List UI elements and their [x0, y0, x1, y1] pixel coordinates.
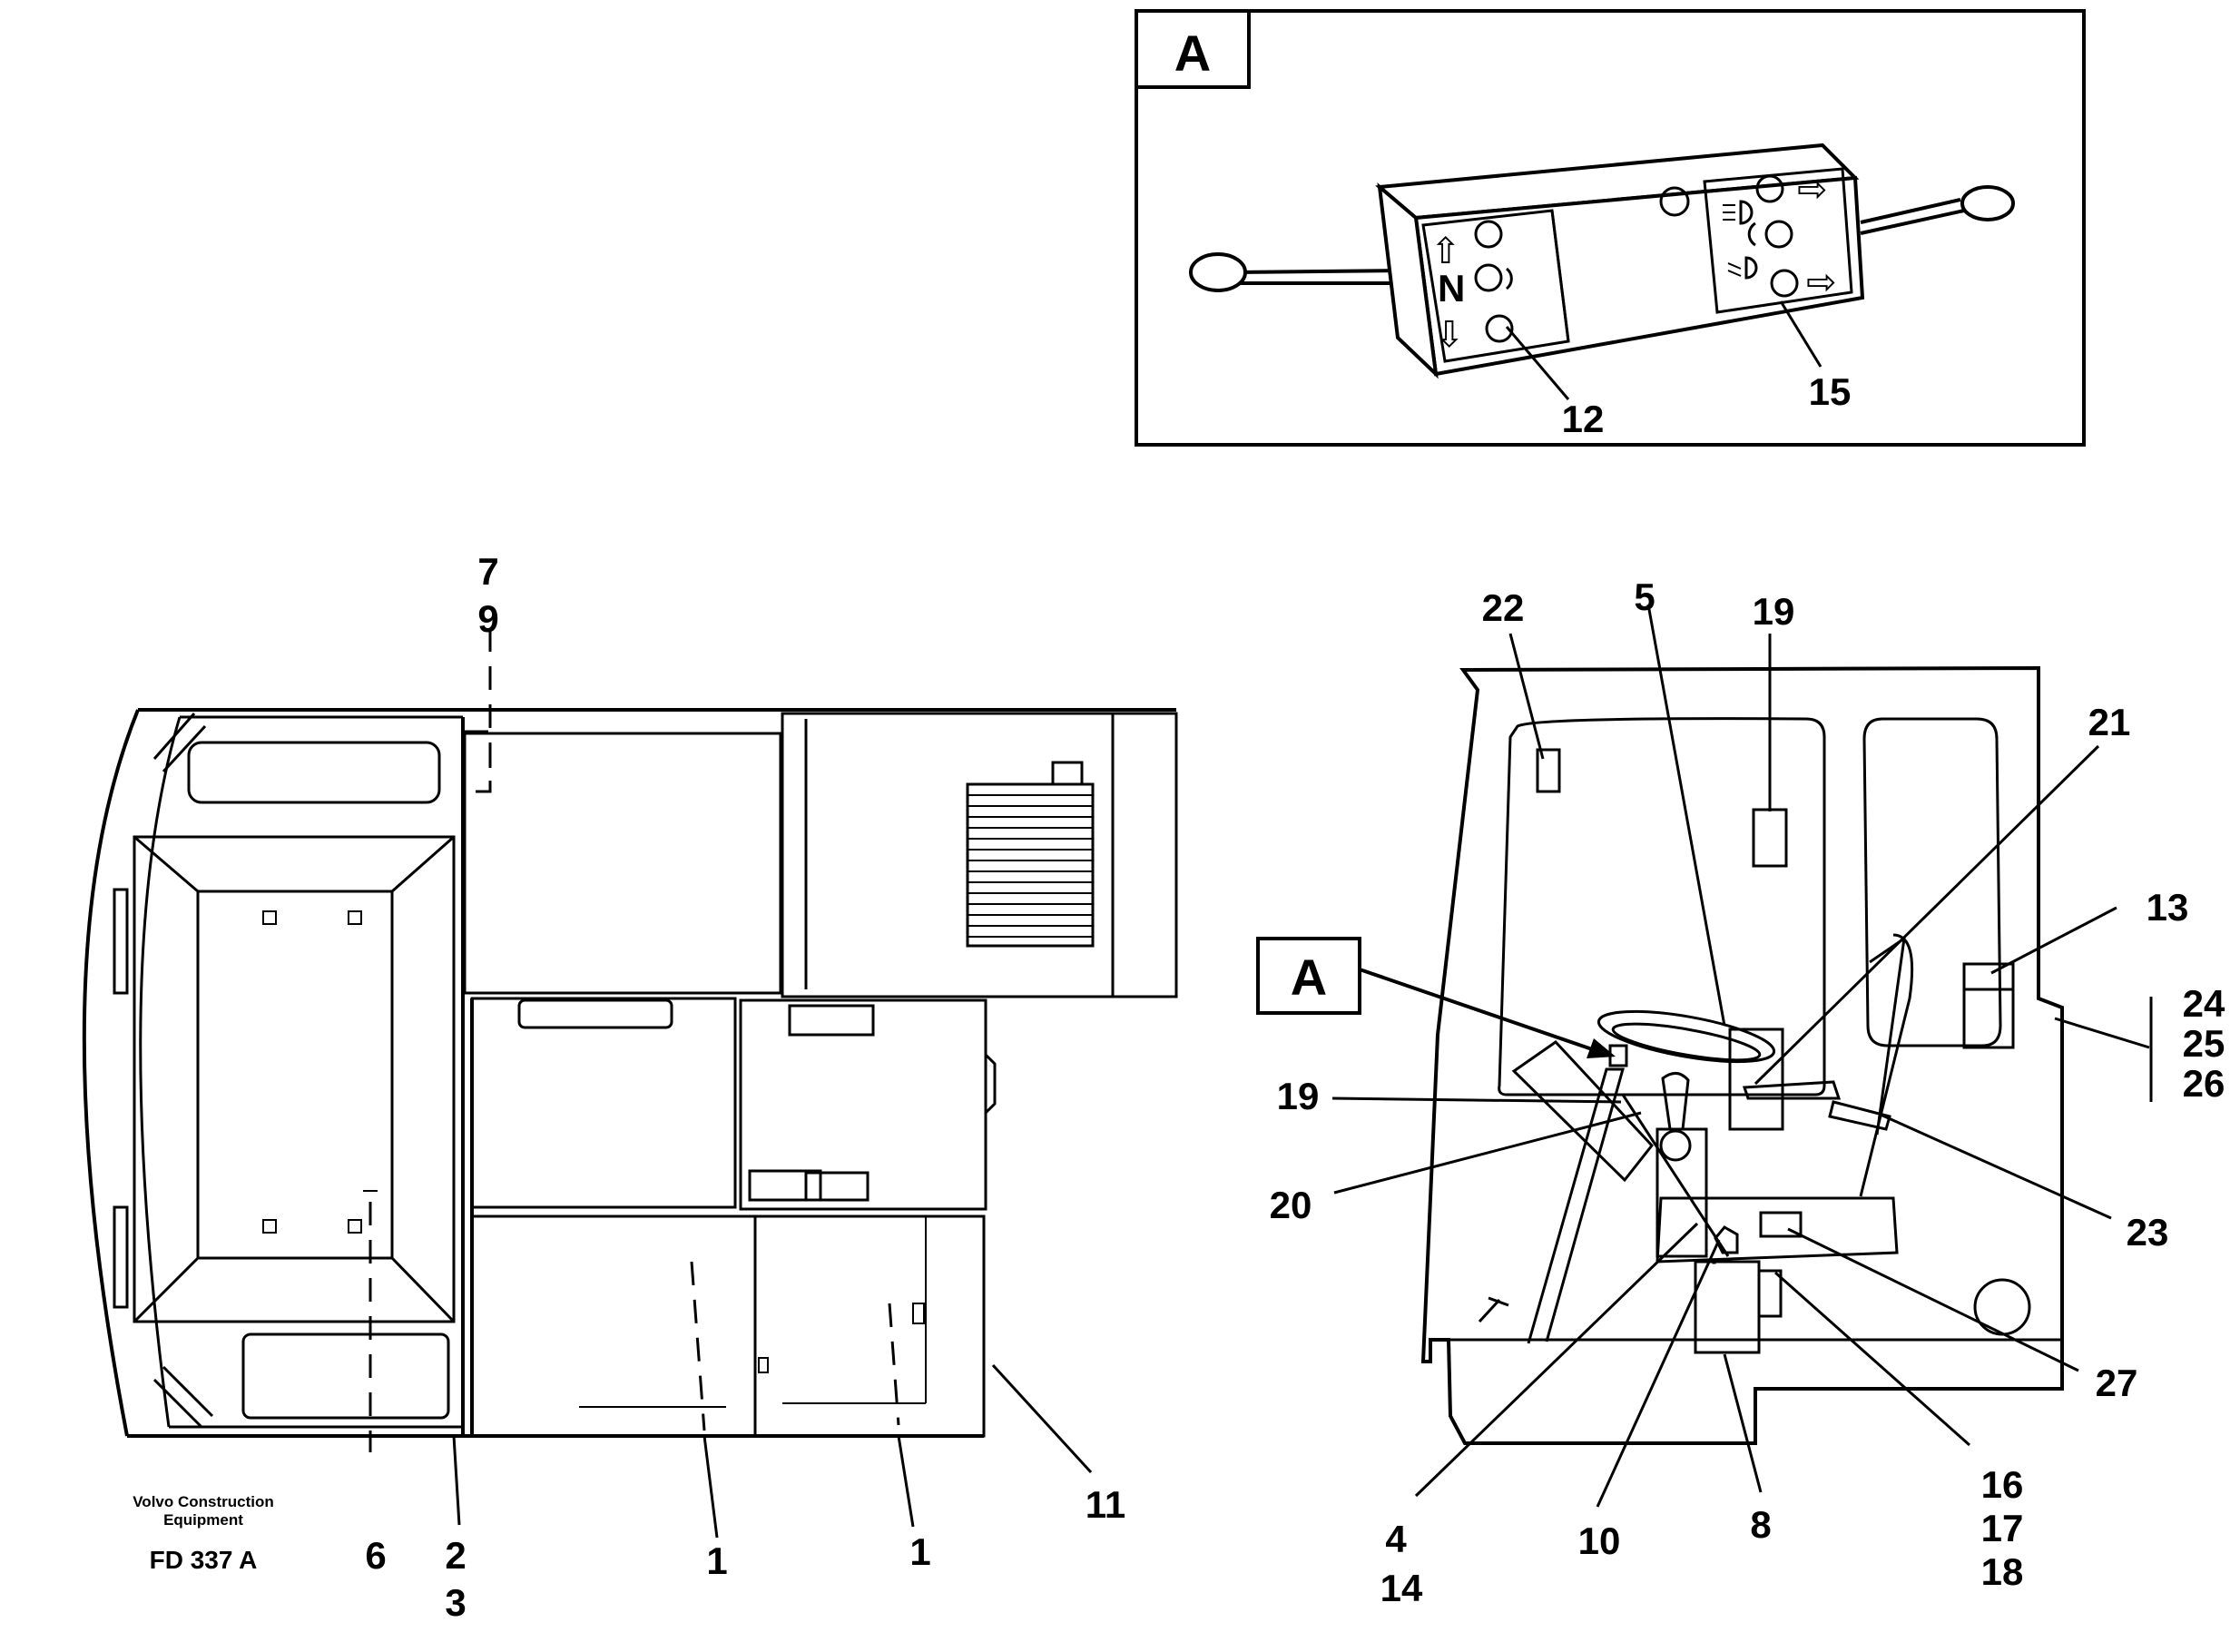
callout-24: 24 — [2183, 982, 2225, 1025]
direction-light-switch: ⇧ N ⇩ ⇨ ⇨ — [1189, 143, 2015, 379]
figure-code: FD 337 A — [150, 1546, 258, 1574]
callout-13: 13 — [2147, 886, 2189, 929]
neutral-symbol: N — [1438, 267, 1465, 310]
maker-line-1: Volvo Construction — [133, 1493, 274, 1510]
callout-19-top: 19 — [1753, 590, 1795, 633]
detail-a-box: A ⇧ N ⇩ — [1135, 9, 2086, 447]
callout-3: 3 — [445, 1581, 466, 1624]
figure-footer: Volvo Construction Equipment FD 337 A — [133, 1493, 274, 1574]
arrow-right-icon: ⇨ — [1797, 169, 1828, 211]
callout-23: 23 — [2127, 1211, 2169, 1254]
callout-6: 6 — [365, 1534, 386, 1577]
callout-22: 22 — [1482, 586, 1525, 629]
arrow-right-icon-lower: ⇨ — [1806, 261, 1837, 303]
callout-14: 14 — [1380, 1567, 1423, 1609]
callout-9: 9 — [477, 597, 498, 640]
dipped-light-icon — [1744, 256, 1758, 280]
callout-19-left: 19 — [1277, 1075, 1320, 1117]
maker-line-2: Equipment — [163, 1511, 243, 1529]
callout-7: 7 — [477, 550, 498, 593]
callout-1-right: 1 — [909, 1530, 930, 1573]
cab-side-view: A 22 5 19 21 13 24 25 26 19 20 23 27 16 … — [1256, 575, 2225, 1609]
left-lever-knob — [1189, 252, 1247, 292]
callout-21: 21 — [2088, 701, 2131, 743]
right-lever-knob — [1960, 185, 2015, 221]
callout-16: 16 — [1981, 1463, 2024, 1506]
callout-27: 27 — [2096, 1362, 2138, 1404]
headlight-icon — [1739, 200, 1754, 225]
callout-10: 10 — [1578, 1519, 1621, 1562]
detail-a-reference: A — [1291, 949, 1327, 1006]
callout-20: 20 — [1270, 1184, 1312, 1226]
callout-5: 5 — [1634, 575, 1655, 618]
callout-17: 17 — [1981, 1507, 2024, 1549]
callout-8: 8 — [1750, 1503, 1771, 1546]
arrow-down-icon: ⇩ — [1434, 314, 1465, 356]
detail-a-label: A — [1174, 25, 1211, 82]
vent-grille — [968, 794, 1093, 938]
callout-4: 4 — [1385, 1518, 1407, 1560]
callout-11: 11 — [1086, 1483, 1125, 1526]
callout-1-left: 1 — [706, 1539, 727, 1582]
callout-26: 26 — [2183, 1062, 2225, 1105]
callout-18: 18 — [1981, 1550, 2024, 1593]
callout-25: 25 — [2183, 1022, 2225, 1065]
callout-12: 12 — [1562, 398, 1605, 440]
cab-top-view: 7 9 11 6 2 3 1 1 — [82, 550, 1178, 1624]
arrow-up-icon: ⇧ — [1430, 231, 1461, 272]
callout-2: 2 — [445, 1534, 466, 1577]
callout-15: 15 — [1809, 370, 1852, 413]
